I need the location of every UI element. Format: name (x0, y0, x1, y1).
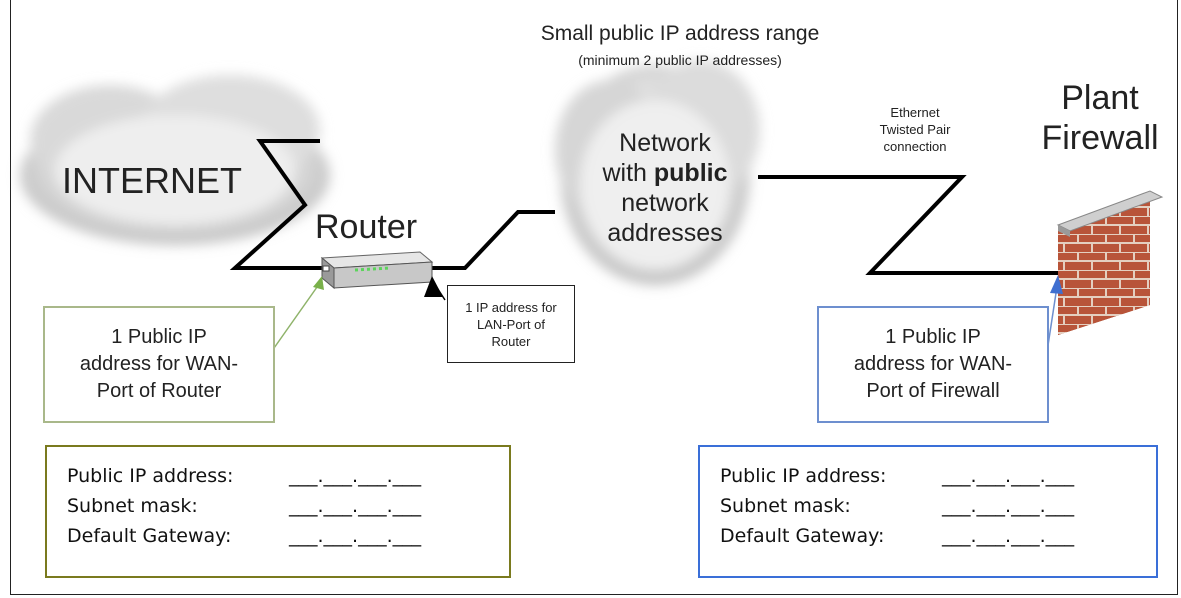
firewall-public-ip-label: Public IP address: (720, 465, 887, 487)
internet-label: INTERNET (62, 160, 242, 201)
firewall-label-line1: Plant (1061, 79, 1139, 117)
firewall-wan-line2: address for WAN- (853, 353, 1013, 375)
router-gateway-row: Default Gateway: ___.___.___.___ (67, 521, 509, 551)
router-label: Router (315, 208, 418, 246)
internet-router-link (229, 139, 322, 270)
firewall-ip-form: Public IP address: ___.___.___.___ Subne… (698, 445, 1158, 578)
router-lan-line2: LAN-Port of (477, 316, 545, 332)
router-ip-row: Public IP address: ___.___.___.___ (67, 461, 509, 491)
router-gateway-field[interactable]: ___.___.___.___ (289, 525, 422, 547)
network-label-line4: addresses (607, 219, 723, 247)
firewall-wan-arrowhead (1050, 275, 1063, 294)
firewall-gateway-label: Default Gateway: (720, 525, 885, 547)
ethernet-label: Ethernet Twisted Pair connection (860, 104, 970, 155)
router-wan-arrowhead (313, 276, 324, 290)
router-subnet-row: Subnet mask: ___.___.___.___ (67, 491, 509, 521)
network-cloud (555, 60, 760, 285)
diagram-frame (10, 0, 1178, 595)
firewall-gateway-field[interactable]: ___.___.___.___ (942, 525, 1075, 547)
network-label-prefix: with (602, 159, 654, 187)
router-lan-arrowhead (424, 276, 443, 297)
diagram-subtitle: (minimum 2 public IP addresses) (578, 52, 782, 68)
network-label-bold: public (653, 159, 728, 187)
firewall-wan-line3: Port of Firewall (866, 380, 1000, 402)
firewall-label: Plant Firewall (1025, 78, 1175, 158)
firewall-subnet-row: Subnet mask: ___.___.___.___ (720, 491, 1156, 521)
firewall-public-ip-field[interactable]: ___.___.___.___ (942, 465, 1075, 487)
firewall-gateway-row: Default Gateway: ___.___.___.___ (720, 521, 1156, 551)
diagram-title: Small public IP address range (540, 22, 820, 45)
router-lan-line1: 1 IP address for (465, 299, 557, 315)
firewall-ip-row: Public IP address: ___.___.___.___ (720, 461, 1156, 491)
ethernet-label-line1: Ethernet (890, 105, 940, 120)
router-gateway-label: Default Gateway: (67, 525, 232, 547)
firewall-subnet-label: Subnet mask: (720, 495, 851, 517)
router-lan-line3: Router (491, 333, 531, 349)
router-wan-line1: 1 Public IP (111, 326, 207, 348)
network-label-line2: with public (575, 158, 755, 188)
ethernet-label-line3: connection (883, 139, 947, 154)
network-firewall-link (758, 175, 1058, 275)
router-subnet-field[interactable]: ___.___.___.___ (289, 495, 422, 517)
router-public-ip-label: Public IP address: (67, 465, 234, 487)
firewall-wall (1056, 190, 1164, 335)
router-wan-line3: Port of Router (96, 380, 222, 402)
network-label-line3: network (621, 189, 709, 217)
router-public-ip-field[interactable]: ___.___.___.___ (289, 465, 422, 487)
internet-cloud (20, 75, 330, 245)
router-network-link (432, 210, 555, 270)
router-wan-callout: 1 Public IP address for WAN- Port of Rou… (43, 306, 275, 423)
firewall-label-line2: Firewall (1041, 119, 1159, 157)
ethernet-label-line2: Twisted Pair (879, 122, 951, 137)
firewall-subnet-field[interactable]: ___.___.___.___ (942, 495, 1075, 517)
router-ip-form: Public IP address: ___.___.___.___ Subne… (45, 445, 511, 578)
router-wan-line2: address for WAN- (79, 353, 239, 375)
router-lan-callout: 1 IP address for LAN-Port of Router (447, 285, 575, 363)
router-subnet-label: Subnet mask: (67, 495, 198, 517)
network-label: Network with public network addresses (575, 128, 755, 248)
network-label-line1: Network (619, 129, 711, 157)
router-device (320, 251, 434, 290)
firewall-wan-line1: 1 Public IP (885, 326, 981, 348)
firewall-wan-callout: 1 Public IP address for WAN- Port of Fir… (817, 306, 1049, 423)
